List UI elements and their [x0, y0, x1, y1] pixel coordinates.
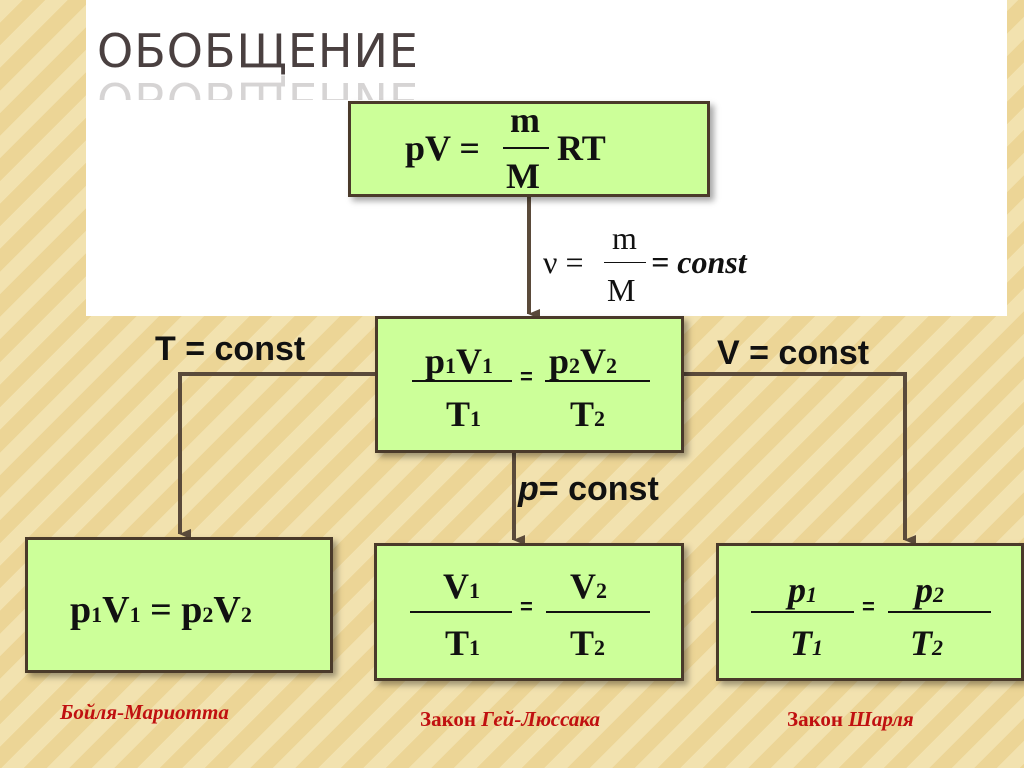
charles-equals: =: [862, 594, 875, 619]
condition-isobaric: p= const: [518, 470, 659, 509]
gay-lussac-equals: =: [520, 594, 533, 619]
main-eq-rhs: RT: [557, 128, 606, 168]
condition-isobaric-p: p: [518, 470, 539, 508]
gay-lussac-den-right: T2: [570, 623, 606, 663]
combined-num-right: p2V2: [549, 341, 618, 381]
condition-isothermal: T = const: [155, 330, 306, 368]
charles-num-left: p1: [788, 570, 817, 610]
gay-lussac-bar-right: [546, 611, 650, 613]
combined-den-right: T2: [570, 394, 606, 434]
combined-equals: =: [520, 364, 533, 389]
gay-lussac-num-right: V2: [570, 566, 607, 606]
combined-bar-right: [545, 380, 650, 382]
combined-bar-left: [412, 380, 512, 382]
main-eq-fraction-bar: [503, 147, 549, 149]
gay-lussac-den-left: T1: [445, 623, 481, 663]
arrow-combined-to-boyle: [178, 372, 376, 539]
gay-lussac-law-name: Закон Гей-Люссака: [420, 707, 600, 731]
boyle-law-box: [25, 537, 333, 673]
combined-den-left: T1: [446, 394, 482, 434]
charles-num-right: p2: [915, 570, 944, 610]
main-eq-num: m: [510, 100, 540, 140]
boyle-law-name: Бойля-Мариотта: [60, 700, 229, 724]
main-equation-box: [348, 101, 710, 197]
amount-rhs: = const: [651, 244, 747, 280]
gay-lussac-num-left: V1: [443, 566, 480, 606]
charles-bar-left: [751, 611, 854, 613]
charles-bar-right: [888, 611, 991, 613]
combined-num-left: p1V1: [425, 341, 494, 381]
condition-isobaric-rest: = const: [538, 470, 659, 508]
amount-num: m: [612, 220, 637, 256]
boyle-formula: p1V1 = p2V2: [70, 589, 252, 631]
amount-fraction-bar: [604, 262, 646, 263]
condition-isochoric: V = const: [717, 334, 870, 372]
amount-lhs: ν =: [543, 244, 584, 280]
charles-den-right: T2: [910, 623, 943, 663]
amount-den: M: [607, 272, 636, 308]
gay-lussac-bar-left: [410, 611, 512, 613]
slide-title: ОБОБЩЕНИЕ: [97, 24, 419, 78]
charles-law-name: Закон Шарля: [787, 707, 914, 731]
main-eq-den: M: [506, 156, 540, 196]
charles-den-left: T1: [790, 623, 823, 663]
combined-law-box: [375, 316, 684, 453]
main-eq-lhs: pV =: [405, 128, 480, 168]
arrow-combined-to-charles: [684, 372, 916, 545]
